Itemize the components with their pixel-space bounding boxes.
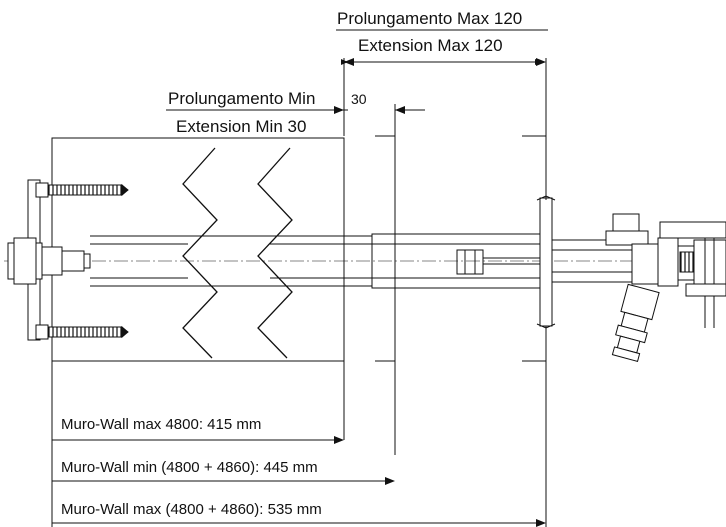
tap-outlet — [611, 283, 660, 363]
arrow-dim-2 — [385, 477, 395, 485]
arrow-dim-3 — [536, 519, 546, 527]
label-extension-min-value: 30 — [351, 91, 367, 107]
extension-guides — [51, 135, 547, 527]
label-extension-min-it: Prolungamento Min — [168, 89, 315, 108]
label-wall-3: Muro-Wall max (4800 + 4860): 535 mm — [61, 501, 322, 518]
right-flange — [536, 195, 556, 329]
label-extension-min-en: Extension Min 30 — [176, 117, 306, 136]
arrow-max-left — [344, 58, 354, 66]
screw-bottom — [35, 324, 129, 340]
arrow-min-right — [395, 106, 405, 114]
label-wall-1: Muro-Wall max 4800: 415 mm — [61, 416, 261, 433]
arrow-dim-1 — [334, 436, 344, 444]
label-wall-2: Muro-Wall min (4800 + 4860): 445 mm — [61, 459, 318, 476]
bottom-dimensions — [52, 439, 538, 524]
break-lines — [182, 147, 293, 359]
screw-top — [35, 182, 129, 198]
label-extension-max-it: Prolungamento Max 120 — [337, 9, 522, 28]
arrow-max-right — [536, 58, 546, 66]
arrow-min-left — [334, 106, 344, 114]
valve-head — [605, 213, 726, 328]
label-extension-max-en: Extension Max 120 — [358, 36, 503, 55]
top-dimensions — [166, 29, 548, 200]
left-flange — [7, 179, 91, 341]
